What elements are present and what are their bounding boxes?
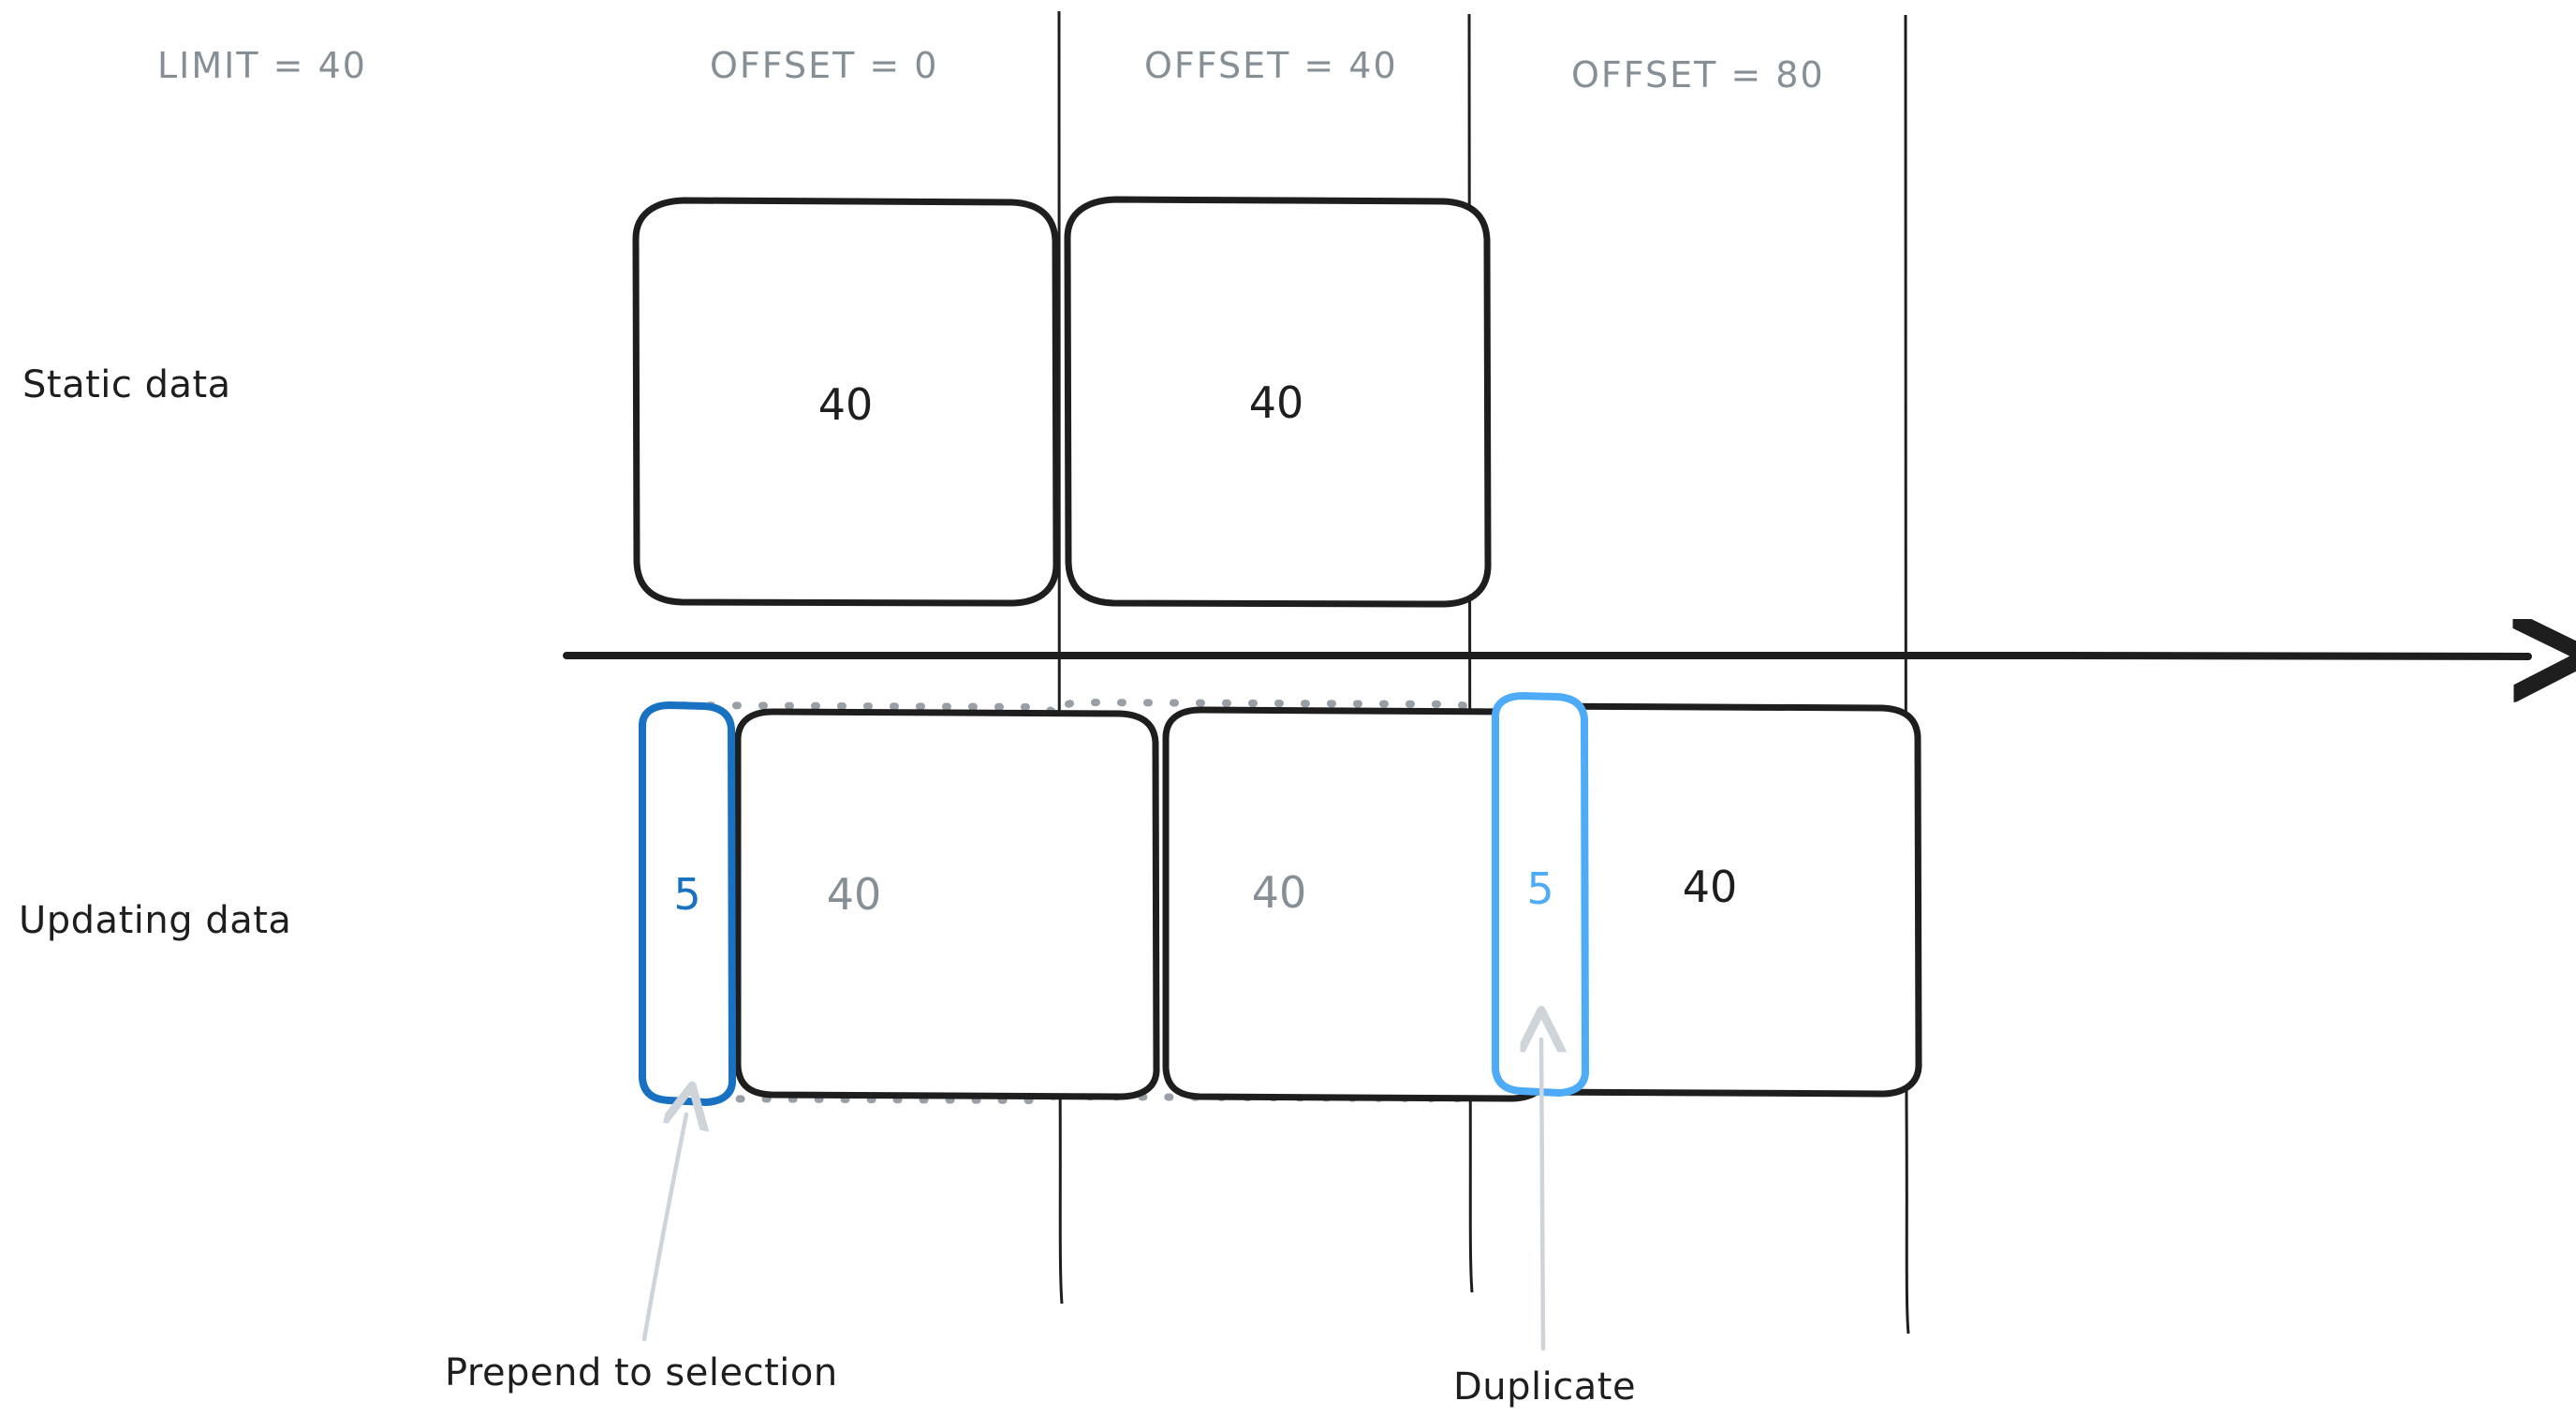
static-box-2[interactable] xyxy=(1064,196,1492,608)
duplicate-chunk-value: 5 xyxy=(1526,863,1554,914)
offset-80-label: OFFSET = 80 xyxy=(1571,54,1825,96)
updating-page-box-1[interactable] xyxy=(734,708,1160,1100)
duplicate-chunk-box[interactable] xyxy=(1492,692,1590,1097)
static-box-1-value: 40 xyxy=(817,379,874,430)
static-box-1[interactable] xyxy=(632,197,1060,607)
time-axis xyxy=(563,655,2528,656)
offset-0-label: OFFSET = 0 xyxy=(710,45,939,86)
updating-page-2-value: 40 xyxy=(1251,867,1307,918)
updating-page-box-2[interactable] xyxy=(1162,706,1551,1102)
row-label-static-data: Static data xyxy=(22,363,231,406)
updating-row-boxes xyxy=(734,702,1922,1102)
offset-40-label: OFFSET = 40 xyxy=(1144,45,1398,86)
divider-offset-80 xyxy=(1904,14,1910,1335)
time-axis-line xyxy=(563,655,2528,656)
updating-page-3-value: 40 xyxy=(1682,862,1738,912)
annotation-arrows xyxy=(641,1040,1543,1351)
static-row-boxes xyxy=(632,196,1492,608)
chunk-boxes xyxy=(639,692,1590,1106)
prepend-arrow xyxy=(641,1114,686,1342)
annotation-duplicate: Duplicate xyxy=(1453,1365,1637,1409)
prepend-chunk-value: 5 xyxy=(673,869,701,920)
updating-page-1-value: 40 xyxy=(826,869,882,920)
row-label-updating-data: Updating data xyxy=(19,899,292,942)
limit-label: LIMIT = 40 xyxy=(157,45,367,86)
static-box-2-value: 40 xyxy=(1248,377,1304,428)
annotation-prepend-to-selection: Prepend to selection xyxy=(445,1351,838,1394)
prepend-chunk-box[interactable] xyxy=(639,701,737,1106)
duplicate-arrow xyxy=(1541,1040,1543,1351)
